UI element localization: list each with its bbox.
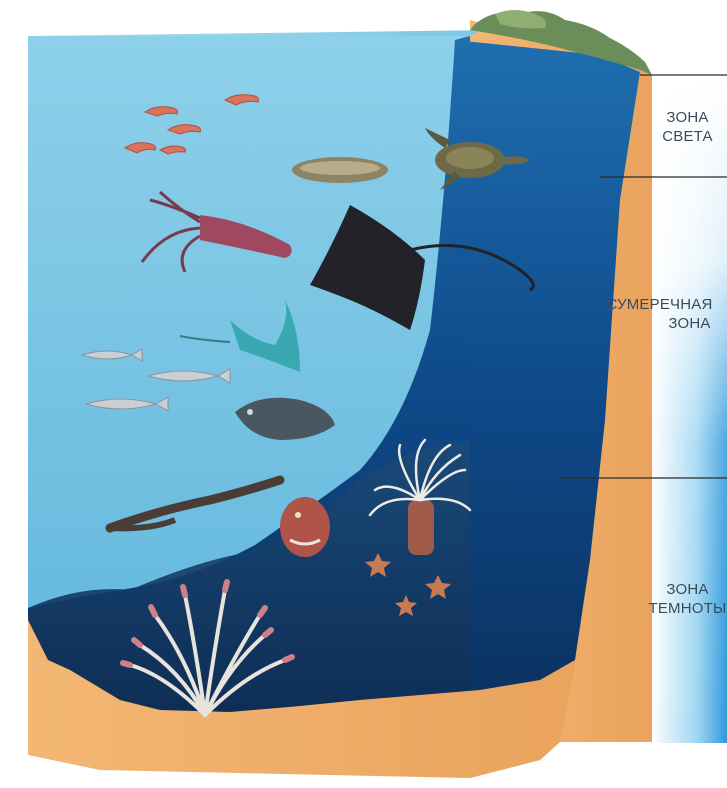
- zone-light-line1: ЗОНА: [648, 108, 727, 127]
- water-surface: [28, 20, 500, 36]
- zone-dark-line2: ТЕМНОТЫ: [648, 599, 727, 618]
- zone-twilight-line1: СУМЕРЕЧНАЯ: [592, 295, 727, 314]
- zone-twilight-line2: ЗОНА: [592, 314, 727, 333]
- zone-label-twilight: СУМЕРЕЧНАЯ ЗОНА: [592, 295, 727, 333]
- anglerfish-icon: [280, 497, 330, 557]
- zone-light-line2: СВЕТА: [648, 127, 727, 146]
- zone-label-dark: ЗОНА ТЕМНОТЫ: [648, 580, 727, 618]
- zone-dark-line1: ЗОНА: [648, 580, 727, 599]
- cuttlefish-icon: [292, 157, 388, 183]
- zone-label-light: ЗОНА СВЕТА: [648, 108, 727, 146]
